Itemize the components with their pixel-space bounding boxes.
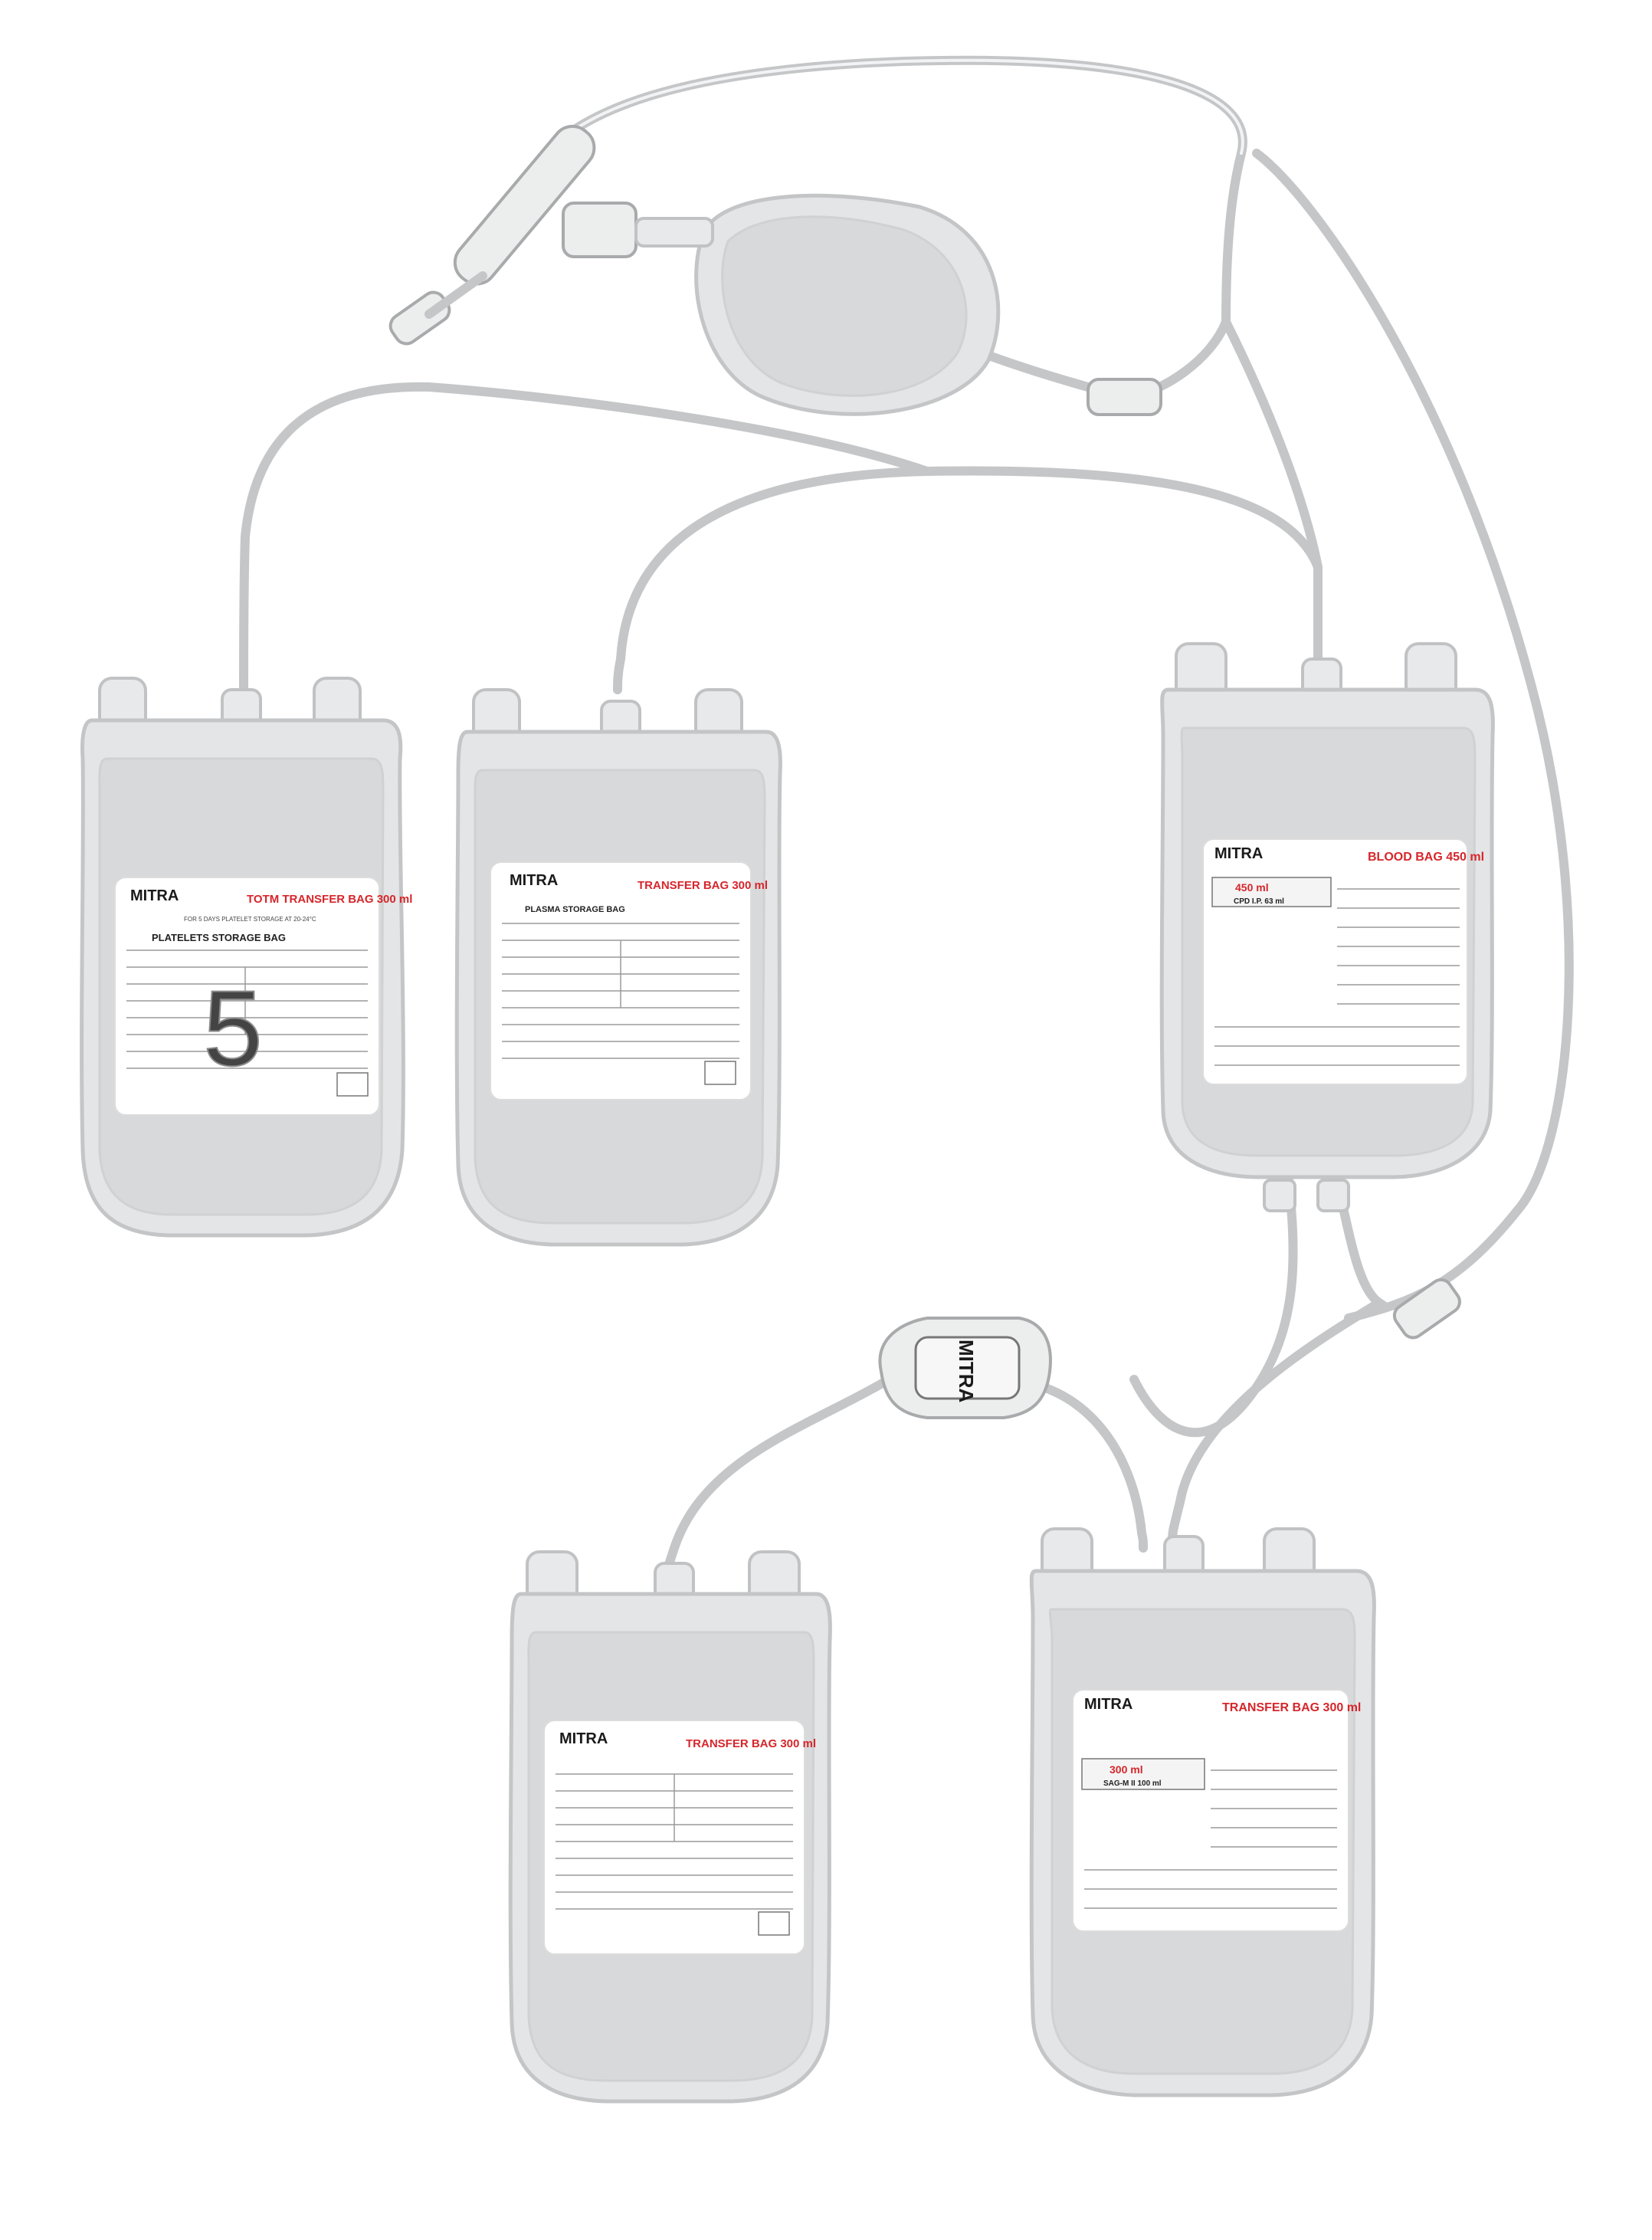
transfer-right-volume: 300 ml bbox=[1110, 1763, 1143, 1776]
blood-title: BLOOD BAG 450 ml bbox=[1368, 851, 1484, 864]
platelet-heading: PLATELETS STORAGE BAG bbox=[152, 932, 286, 943]
blood-volume: 450 ml bbox=[1235, 881, 1269, 894]
transfer-right-brand: MITRA bbox=[1084, 1696, 1132, 1713]
blood-anticoagulant: CPD I.P. 63 ml bbox=[1234, 897, 1284, 906]
pinch-clamp-top bbox=[1087, 378, 1162, 416]
tube-manifold bbox=[1221, 317, 1323, 664]
primary-blood-bag: MITRA BLOOD BAG 450 ml 450 ml CPD I.P. 6… bbox=[1159, 642, 1495, 1212]
blood-brand: MITRA bbox=[1214, 845, 1263, 862]
tube-blood-to-sagm bbox=[1168, 1160, 1388, 1545]
transfer-right-title: TRANSFER BAG 300 ml bbox=[1222, 1701, 1361, 1714]
platelet-bag: MITRA TOTM TRANSFER BAG 300 ml FOR 5 DAY… bbox=[80, 677, 412, 1238]
transfer-bag-left: MITRA TRANSFER BAG 300 ml bbox=[508, 1550, 832, 2104]
transfer-right-label bbox=[1072, 1689, 1349, 1932]
plasma-heading: PLASMA STORAGE BAG bbox=[525, 905, 625, 914]
transfer-left-brand: MITRA bbox=[559, 1730, 608, 1747]
plasma-brand: MITRA bbox=[510, 872, 558, 889]
platelet-label bbox=[114, 877, 380, 1116]
sample-holder bbox=[562, 202, 638, 258]
leukoreduction-filter: MITRA bbox=[878, 1277, 1461, 1419]
donor-needle-assembly bbox=[388, 124, 596, 346]
transfer-left-title: TRANSFER BAG 300 ml bbox=[686, 1737, 816, 1750]
tubing bbox=[239, 55, 1574, 1583]
plasma-bag: MITRA TRANSFER BAG 300 ml PLASMA STORAGE… bbox=[454, 688, 782, 1247]
transfer-bag-right: MITRA TRANSFER BAG 300 ml 300 ml SAG-M I… bbox=[1029, 1527, 1376, 2097]
tube-filter-to-transfer bbox=[662, 1375, 893, 1583]
sample-diversion-pouch bbox=[562, 193, 1162, 416]
tube-to-platelet bbox=[239, 382, 932, 694]
platelet-subtitle: FOR 5 DAYS PLATELET STORAGE AT 20-24°C bbox=[184, 916, 316, 923]
transfer-right-solution: SAG-M II 100 ml bbox=[1103, 1779, 1162, 1788]
platelet-brand: MITRA bbox=[130, 887, 179, 904]
platelet-watermark-5: 5 bbox=[203, 968, 263, 1088]
tube-right-long bbox=[1252, 149, 1574, 1323]
blood-label bbox=[1202, 838, 1468, 1085]
tube-to-plasma bbox=[613, 466, 1323, 694]
platelet-title: TOTM TRANSFER BAG 300 ml bbox=[247, 893, 412, 906]
filter-brand: MITRA bbox=[955, 1340, 978, 1403]
needle-cap bbox=[388, 290, 451, 346]
needle-holder bbox=[453, 124, 596, 286]
plasma-title: TRANSFER BAG 300 ml bbox=[638, 879, 768, 892]
pinch-clamp-bottom bbox=[1392, 1277, 1461, 1340]
tube-filter-to-right bbox=[992, 1375, 1148, 1553]
